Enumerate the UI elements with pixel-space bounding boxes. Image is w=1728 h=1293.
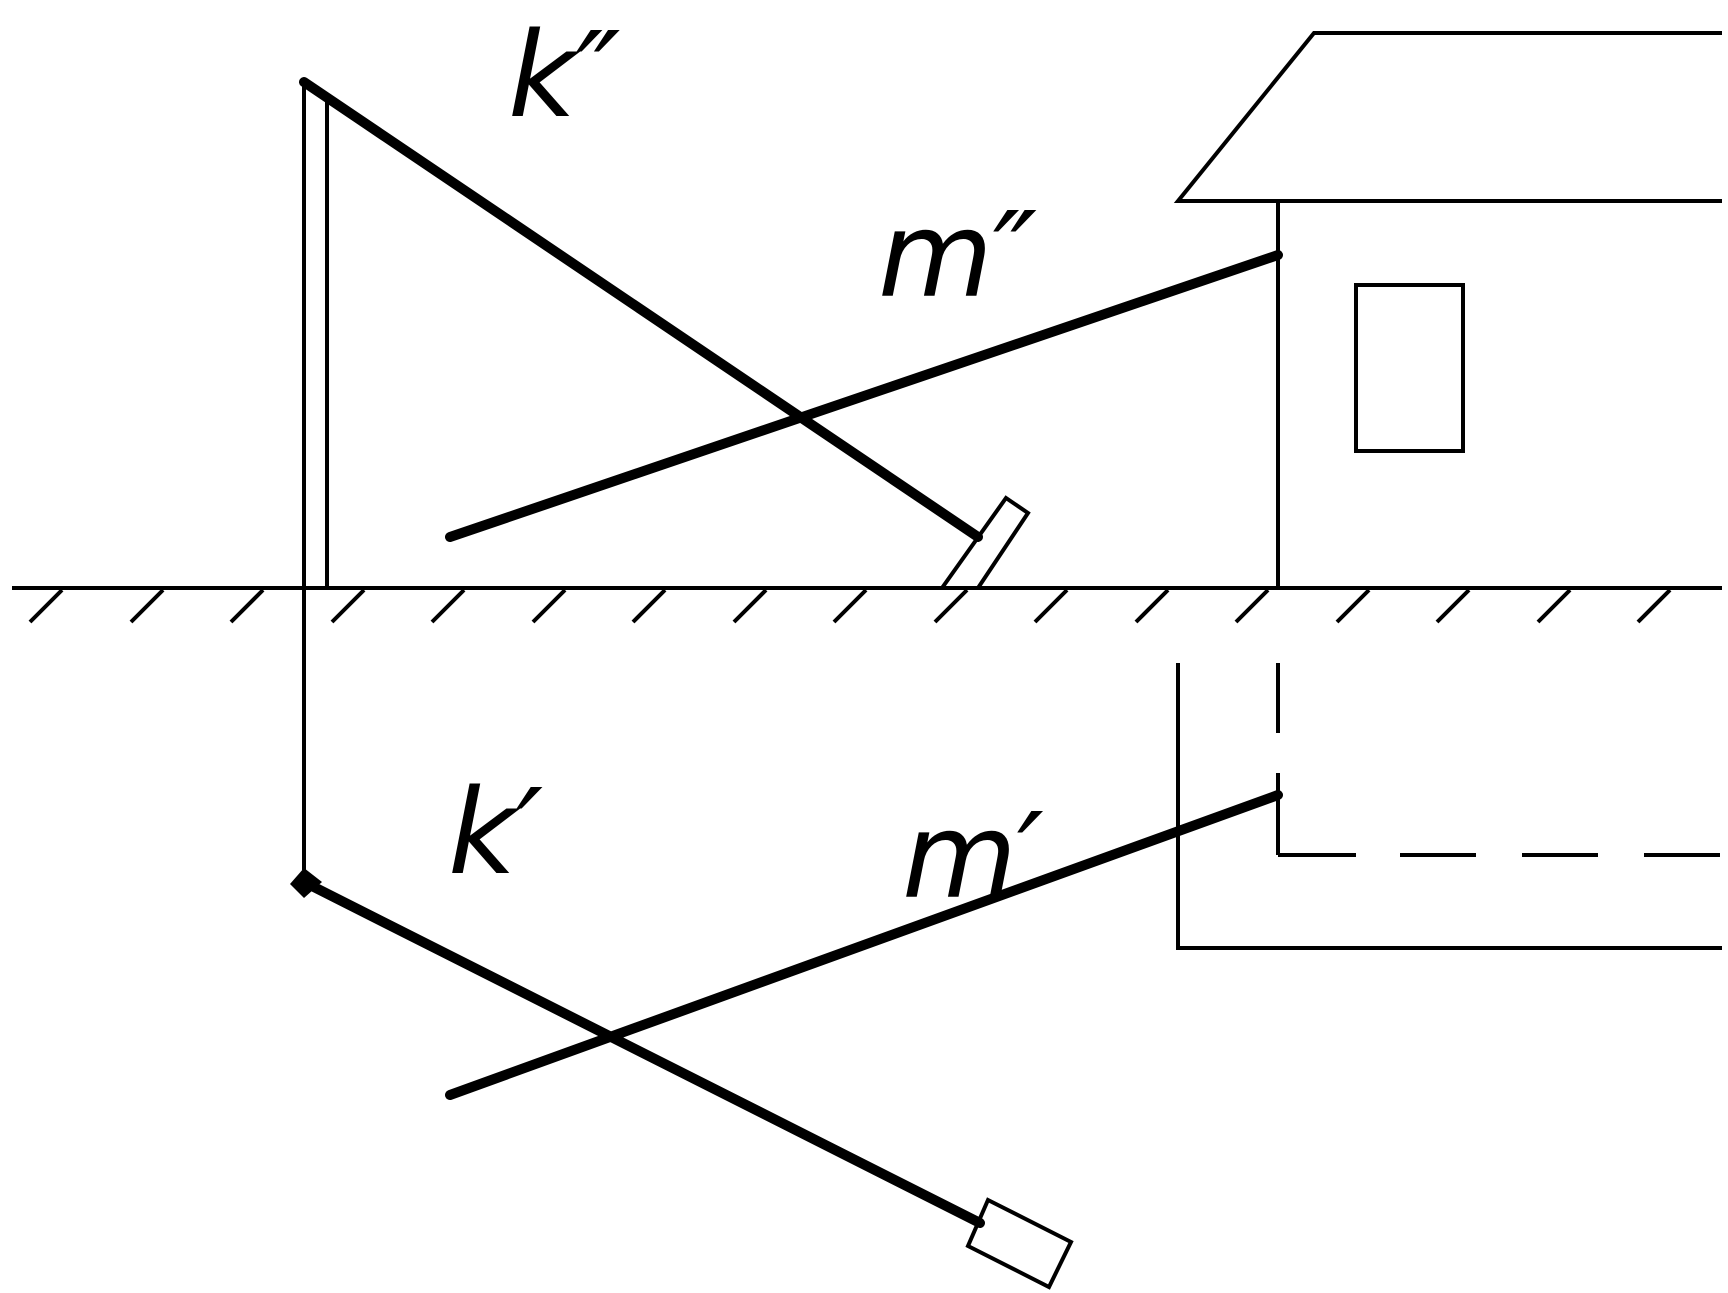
hatch-mark (531, 588, 567, 624)
hatch-mark (330, 588, 366, 624)
hatch-mark (732, 588, 768, 624)
hatch-mark (832, 588, 868, 624)
line-k-prime (299, 877, 985, 1228)
building-plan-view (1176, 663, 1722, 950)
label-k-prime: k′ (448, 763, 543, 901)
hatch-mark (129, 588, 165, 624)
line-m-double-prime (445, 250, 1283, 542)
hatch-mark (229, 588, 265, 624)
lamp-plan-view (965, 1197, 1074, 1290)
window (1354, 283, 1465, 453)
ground-hatching (28, 588, 1672, 624)
ground-line (12, 586, 1722, 624)
hatch-mark (1033, 588, 1069, 624)
label-k-double-prime: k″ (508, 6, 620, 144)
hatch-mark (631, 588, 667, 624)
hatch-mark (1636, 588, 1672, 624)
hatch-mark (28, 588, 64, 624)
building-front-view (1173, 31, 1722, 588)
label-m-prime: m′ (902, 787, 1044, 925)
hatch-mark (1335, 588, 1371, 624)
line-m-prime (445, 790, 1283, 1100)
post-front-view (302, 84, 329, 588)
hatch-mark (933, 588, 969, 624)
hatch-mark (1435, 588, 1471, 624)
hatch-mark (1134, 588, 1170, 624)
hatch-mark (1536, 588, 1572, 624)
label-m-double-prime: m″ (878, 186, 1037, 324)
hatch-mark (430, 588, 466, 624)
line-k-double-prime (299, 77, 983, 542)
hatch-mark (1234, 588, 1270, 624)
lamp-front-view (938, 495, 1031, 590)
post-plan-view (290, 588, 322, 898)
